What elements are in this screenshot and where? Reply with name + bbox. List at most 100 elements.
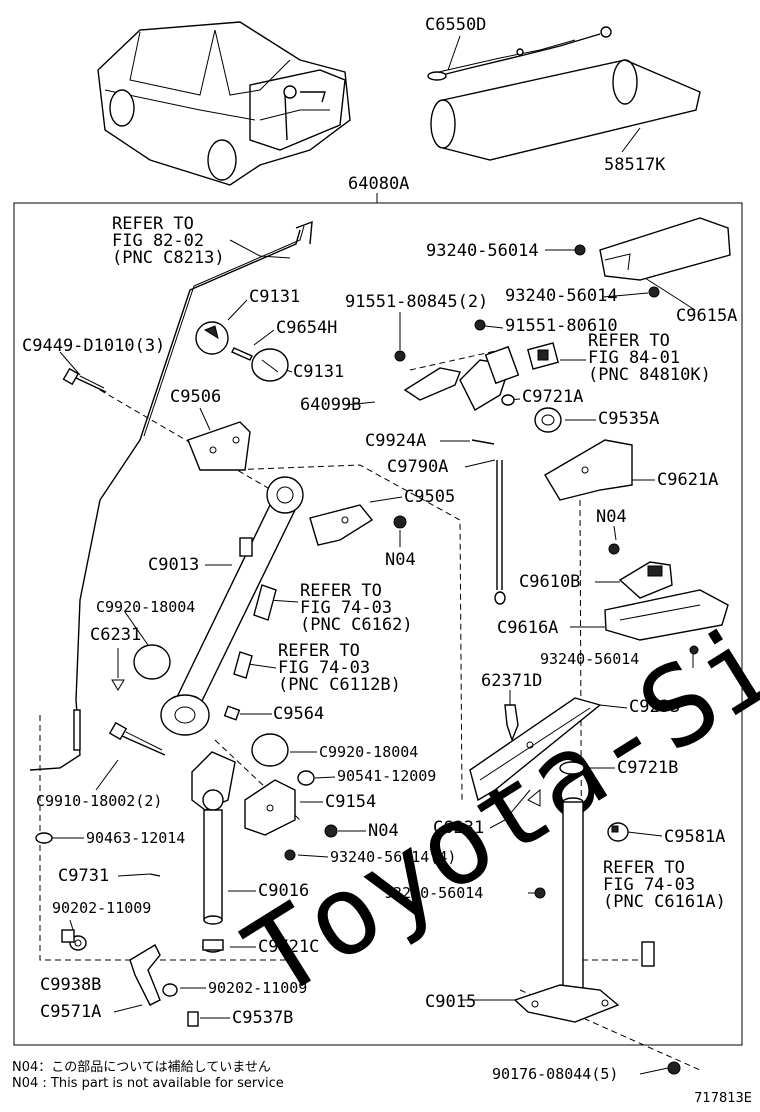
cap-c9721b-icon xyxy=(559,761,585,775)
label-refer-74-03-c6162-line2: FIG 74-03 xyxy=(300,598,392,618)
label-c9537b: C9537B xyxy=(232,1008,293,1028)
label-c6550d: C6550D xyxy=(425,15,486,35)
bolt-c9449-icon xyxy=(62,367,107,393)
label-refer-82-02-line1: REFER TO xyxy=(112,214,194,234)
label-c9721b: C9721B xyxy=(617,758,678,778)
label-c9581a: C9581A xyxy=(664,827,725,847)
label-c9654h: C9654H xyxy=(276,318,337,338)
label-90541: 90541-12009 xyxy=(337,767,436,785)
nut-n04-c-icon xyxy=(324,824,338,838)
pin-c9731-icon xyxy=(149,873,161,877)
label-refer-74-03-c6161a-line1: REFER TO xyxy=(603,858,685,878)
leader-lines xyxy=(52,239,696,1075)
washer-90202-b-icon xyxy=(162,983,178,997)
label-91551-b: 91551-80610 xyxy=(505,316,618,336)
knob-c9535a-icon xyxy=(534,407,562,433)
tag-c6161a-icon xyxy=(641,941,655,967)
pin-c9654h-icon xyxy=(231,347,253,361)
bracket-c9505-icon xyxy=(309,504,374,546)
label-refer-82-02-line2: FIG 82-02 xyxy=(112,231,204,251)
grip-c9537b-icon xyxy=(187,1011,199,1027)
footnote-en: N04 : This part is not available for ser… xyxy=(12,1076,284,1091)
label-c9938b: C9938B xyxy=(40,975,101,995)
label-c6231-a: C6231 xyxy=(90,625,141,645)
plate-c9154-icon xyxy=(244,779,296,836)
label-58517k: 58517K xyxy=(604,155,666,175)
pin-c9564-icon xyxy=(223,705,241,721)
label-n04-b: N04 xyxy=(385,550,416,570)
switch-84810k-icon xyxy=(526,342,560,370)
label-refer-74-03-c6162-line3: (PNC C6162) xyxy=(300,615,413,635)
label-64080a: 64080A xyxy=(348,174,409,194)
label-90202-b: 90202-11009 xyxy=(208,979,307,997)
jack-handle-c9013-icon xyxy=(160,476,304,736)
label-93240-a: 93240-56014 xyxy=(426,241,539,261)
clip-62371d-icon xyxy=(504,704,519,743)
clip-90463-icon xyxy=(35,832,53,844)
label-refer-82-02-line3: (PNC C8213) xyxy=(112,248,225,268)
label-c9016: C9016 xyxy=(258,881,309,901)
label-c9564: C9564 xyxy=(273,704,324,724)
bolt-c9910-icon xyxy=(108,721,166,756)
label-c9154: C9154 xyxy=(325,792,376,812)
rod-c8213-icon xyxy=(29,220,313,771)
label-90176: 90176-08044(5) xyxy=(492,1065,618,1083)
bracket-c9233-icon xyxy=(469,697,602,802)
label-c9233: C9233 xyxy=(629,697,680,717)
label-c9610b: C9610B xyxy=(519,572,580,592)
motor-c9610b-icon xyxy=(608,543,673,599)
label-62371d: 62371D xyxy=(481,671,542,691)
label-c9920-b: C9920-18004 xyxy=(319,743,418,761)
cover-c9131-icon xyxy=(195,321,289,382)
label-c9615a: C9615A xyxy=(676,306,737,326)
car-illustration-icon xyxy=(97,21,351,186)
label-93240-e: 93240-56014 xyxy=(384,884,483,902)
jack-post-c9015-icon xyxy=(513,797,620,1023)
assembly-frame xyxy=(13,202,743,1046)
label-90202-a: 90202-11009 xyxy=(52,899,151,917)
label-c9920-a: C9920-18004 xyxy=(96,598,195,616)
rod-c9790a-icon xyxy=(471,439,506,605)
cover-c9616a-icon xyxy=(604,589,729,655)
label-93240-c: 93240-56014 xyxy=(540,650,639,668)
label-n04-c: N04 xyxy=(368,821,399,841)
bolt-93240-d-icon xyxy=(284,849,296,861)
cap-c9721c-icon xyxy=(202,939,224,953)
label-c9535a: C9535A xyxy=(598,409,659,429)
figure-code: 717813E xyxy=(694,1091,752,1106)
label-c9721c: C9721C xyxy=(258,937,319,957)
label-c9721a: C9721A xyxy=(522,387,583,407)
disc-c9920-b-icon xyxy=(251,733,289,767)
label-c9131-b: C9131 xyxy=(293,362,344,382)
knob-c9581a-icon xyxy=(607,822,629,842)
marker-c6231-a-icon xyxy=(111,679,125,691)
tag-c6162-icon xyxy=(253,584,277,621)
footnote-jp: N04：この部品については補給していません xyxy=(12,1060,271,1075)
nut-n04-icon xyxy=(393,515,407,529)
label-refer-74-03-c6162-line1: REFER TO xyxy=(300,581,382,601)
label-refer-84-01-line3: (PNC 84810K) xyxy=(588,365,711,385)
jack-c9016-icon xyxy=(191,751,236,925)
label-refer-74-03-c6161a-line2: FIG 74-03 xyxy=(603,875,695,895)
label-n04-a: N04 xyxy=(596,507,627,527)
tag-c6112b-icon xyxy=(233,651,253,679)
cover-c9615a-icon xyxy=(574,217,731,298)
label-refer-84-01-line1: REFER TO xyxy=(588,331,670,351)
bolt-90176-icon xyxy=(667,1061,681,1075)
spacer-90541-icon xyxy=(297,770,315,786)
label-c6231-b: C6231 xyxy=(433,818,484,838)
label-c9505: C9505 xyxy=(404,487,455,507)
label-90463: 90463-12014 xyxy=(86,829,185,847)
bracket-c9506-icon xyxy=(187,421,251,471)
part-labels: REFER TO FIG 82-02 (PNC C8213) 93240-560… xyxy=(22,214,737,1083)
label-c9621a: C9621A xyxy=(657,470,718,490)
label-c9131-a: C9131 xyxy=(249,287,300,307)
label-refer-74-03-c6112b-line2: FIG 74-03 xyxy=(278,658,370,678)
mat-roll-58517k-icon xyxy=(430,59,701,161)
label-c9449: C9449-D1010(3) xyxy=(22,336,165,356)
label-c9015: C9015 xyxy=(425,992,476,1012)
bracket-c9621a-icon xyxy=(544,439,633,501)
label-93240-b: 93240-56014 xyxy=(505,286,618,306)
label-c9571a: C9571A xyxy=(40,1002,101,1022)
